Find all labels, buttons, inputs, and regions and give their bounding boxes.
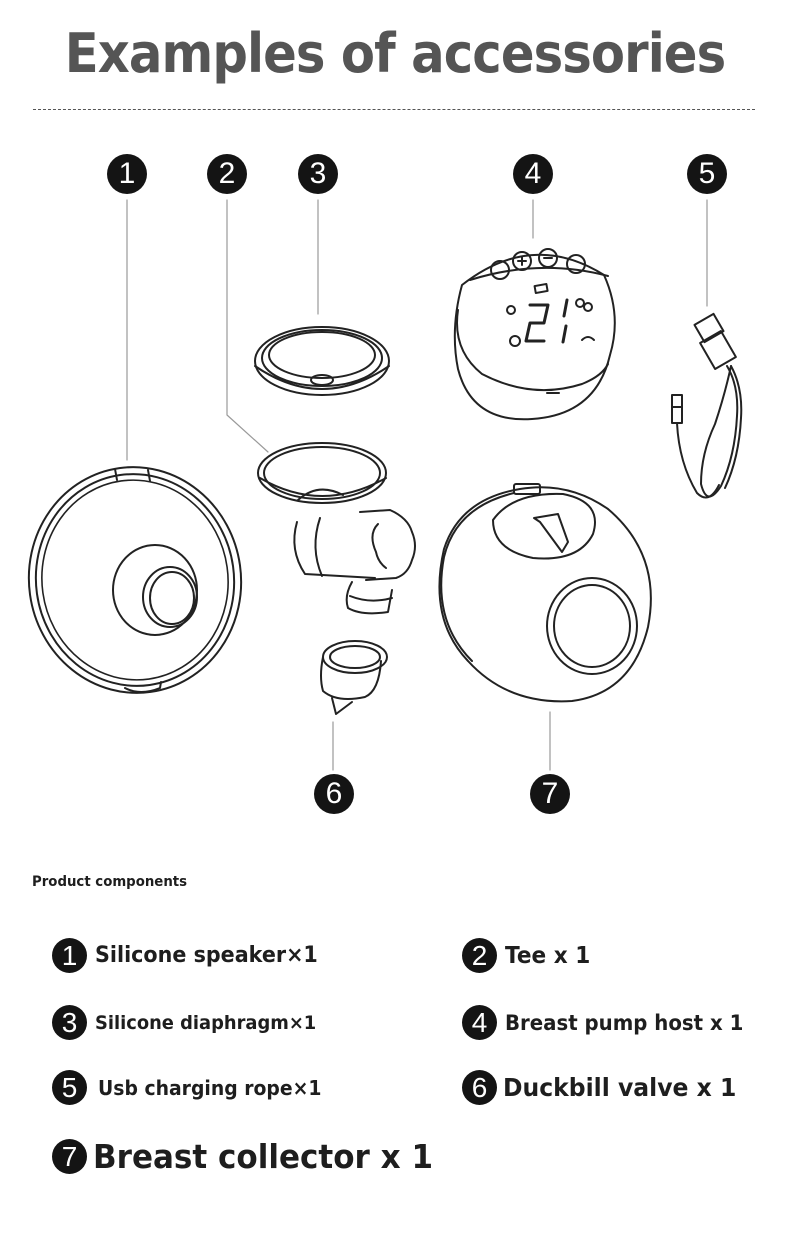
callout-badge-5: 5 <box>687 154 727 194</box>
breast-pump-host-illustration <box>453 248 616 421</box>
component-item-3: 3 Silicone diaphragm×1 <box>52 1005 330 1040</box>
dashed-divider <box>33 109 755 110</box>
component-item-6: 6 Duckbill valve x 1 <box>462 1070 751 1105</box>
number-badge: 2 <box>462 938 497 973</box>
component-label: Silicone speaker×1 <box>95 943 318 968</box>
number-badge: 3 <box>52 1005 87 1040</box>
component-item-5: 5 Usb charging rope×1 <box>52 1070 336 1105</box>
components-heading: Product components <box>32 874 188 890</box>
number-badge: 1 <box>52 938 87 973</box>
exploded-parts-diagram: 1 2 3 4 5 6 7 <box>27 154 743 814</box>
callout-badge-6: 6 <box>314 774 354 814</box>
callout-badge-1: 1 <box>107 154 147 194</box>
breast-collector-illustration <box>438 483 652 703</box>
component-label: Breast pump host x 1 <box>505 1010 744 1035</box>
component-label: Duckbill valve x 1 <box>503 1073 737 1102</box>
callout-badge-2: 2 <box>207 154 247 194</box>
callout-badge-4: 4 <box>513 154 553 194</box>
silicone-speaker-illustration <box>27 466 243 694</box>
callout-badge-7: 7 <box>530 774 570 814</box>
component-item-1: 1 Silicone speaker×1 <box>52 938 332 973</box>
duckbill-valve-illustration <box>320 640 388 715</box>
component-item-7: 7 Breast collector x 1 <box>52 1137 455 1176</box>
component-item-4: 4 Breast pump host x 1 <box>462 1005 759 1040</box>
component-label: Silicone diaphragm×1 <box>95 1011 317 1034</box>
number-badge: 7 <box>52 1139 87 1174</box>
page-title: Examples of accessories <box>64 22 726 85</box>
leader-line-2 <box>226 199 269 453</box>
component-label: Tee x 1 <box>505 942 591 969</box>
number-badge: 5 <box>52 1070 87 1105</box>
component-item-2: 2 Tee x 1 <box>462 938 596 973</box>
number-badge: 4 <box>462 1005 497 1040</box>
callout-badge-3: 3 <box>298 154 338 194</box>
parts-illustration <box>27 199 743 771</box>
component-label: Usb charging rope×1 <box>98 1075 322 1100</box>
component-label: Breast collector x 1 <box>93 1137 434 1176</box>
usb-charging-rope-illustration <box>671 312 743 499</box>
silicone-diaphragm-illustration <box>254 326 390 396</box>
number-badge: 6 <box>462 1070 497 1105</box>
tee-illustration <box>257 442 416 615</box>
